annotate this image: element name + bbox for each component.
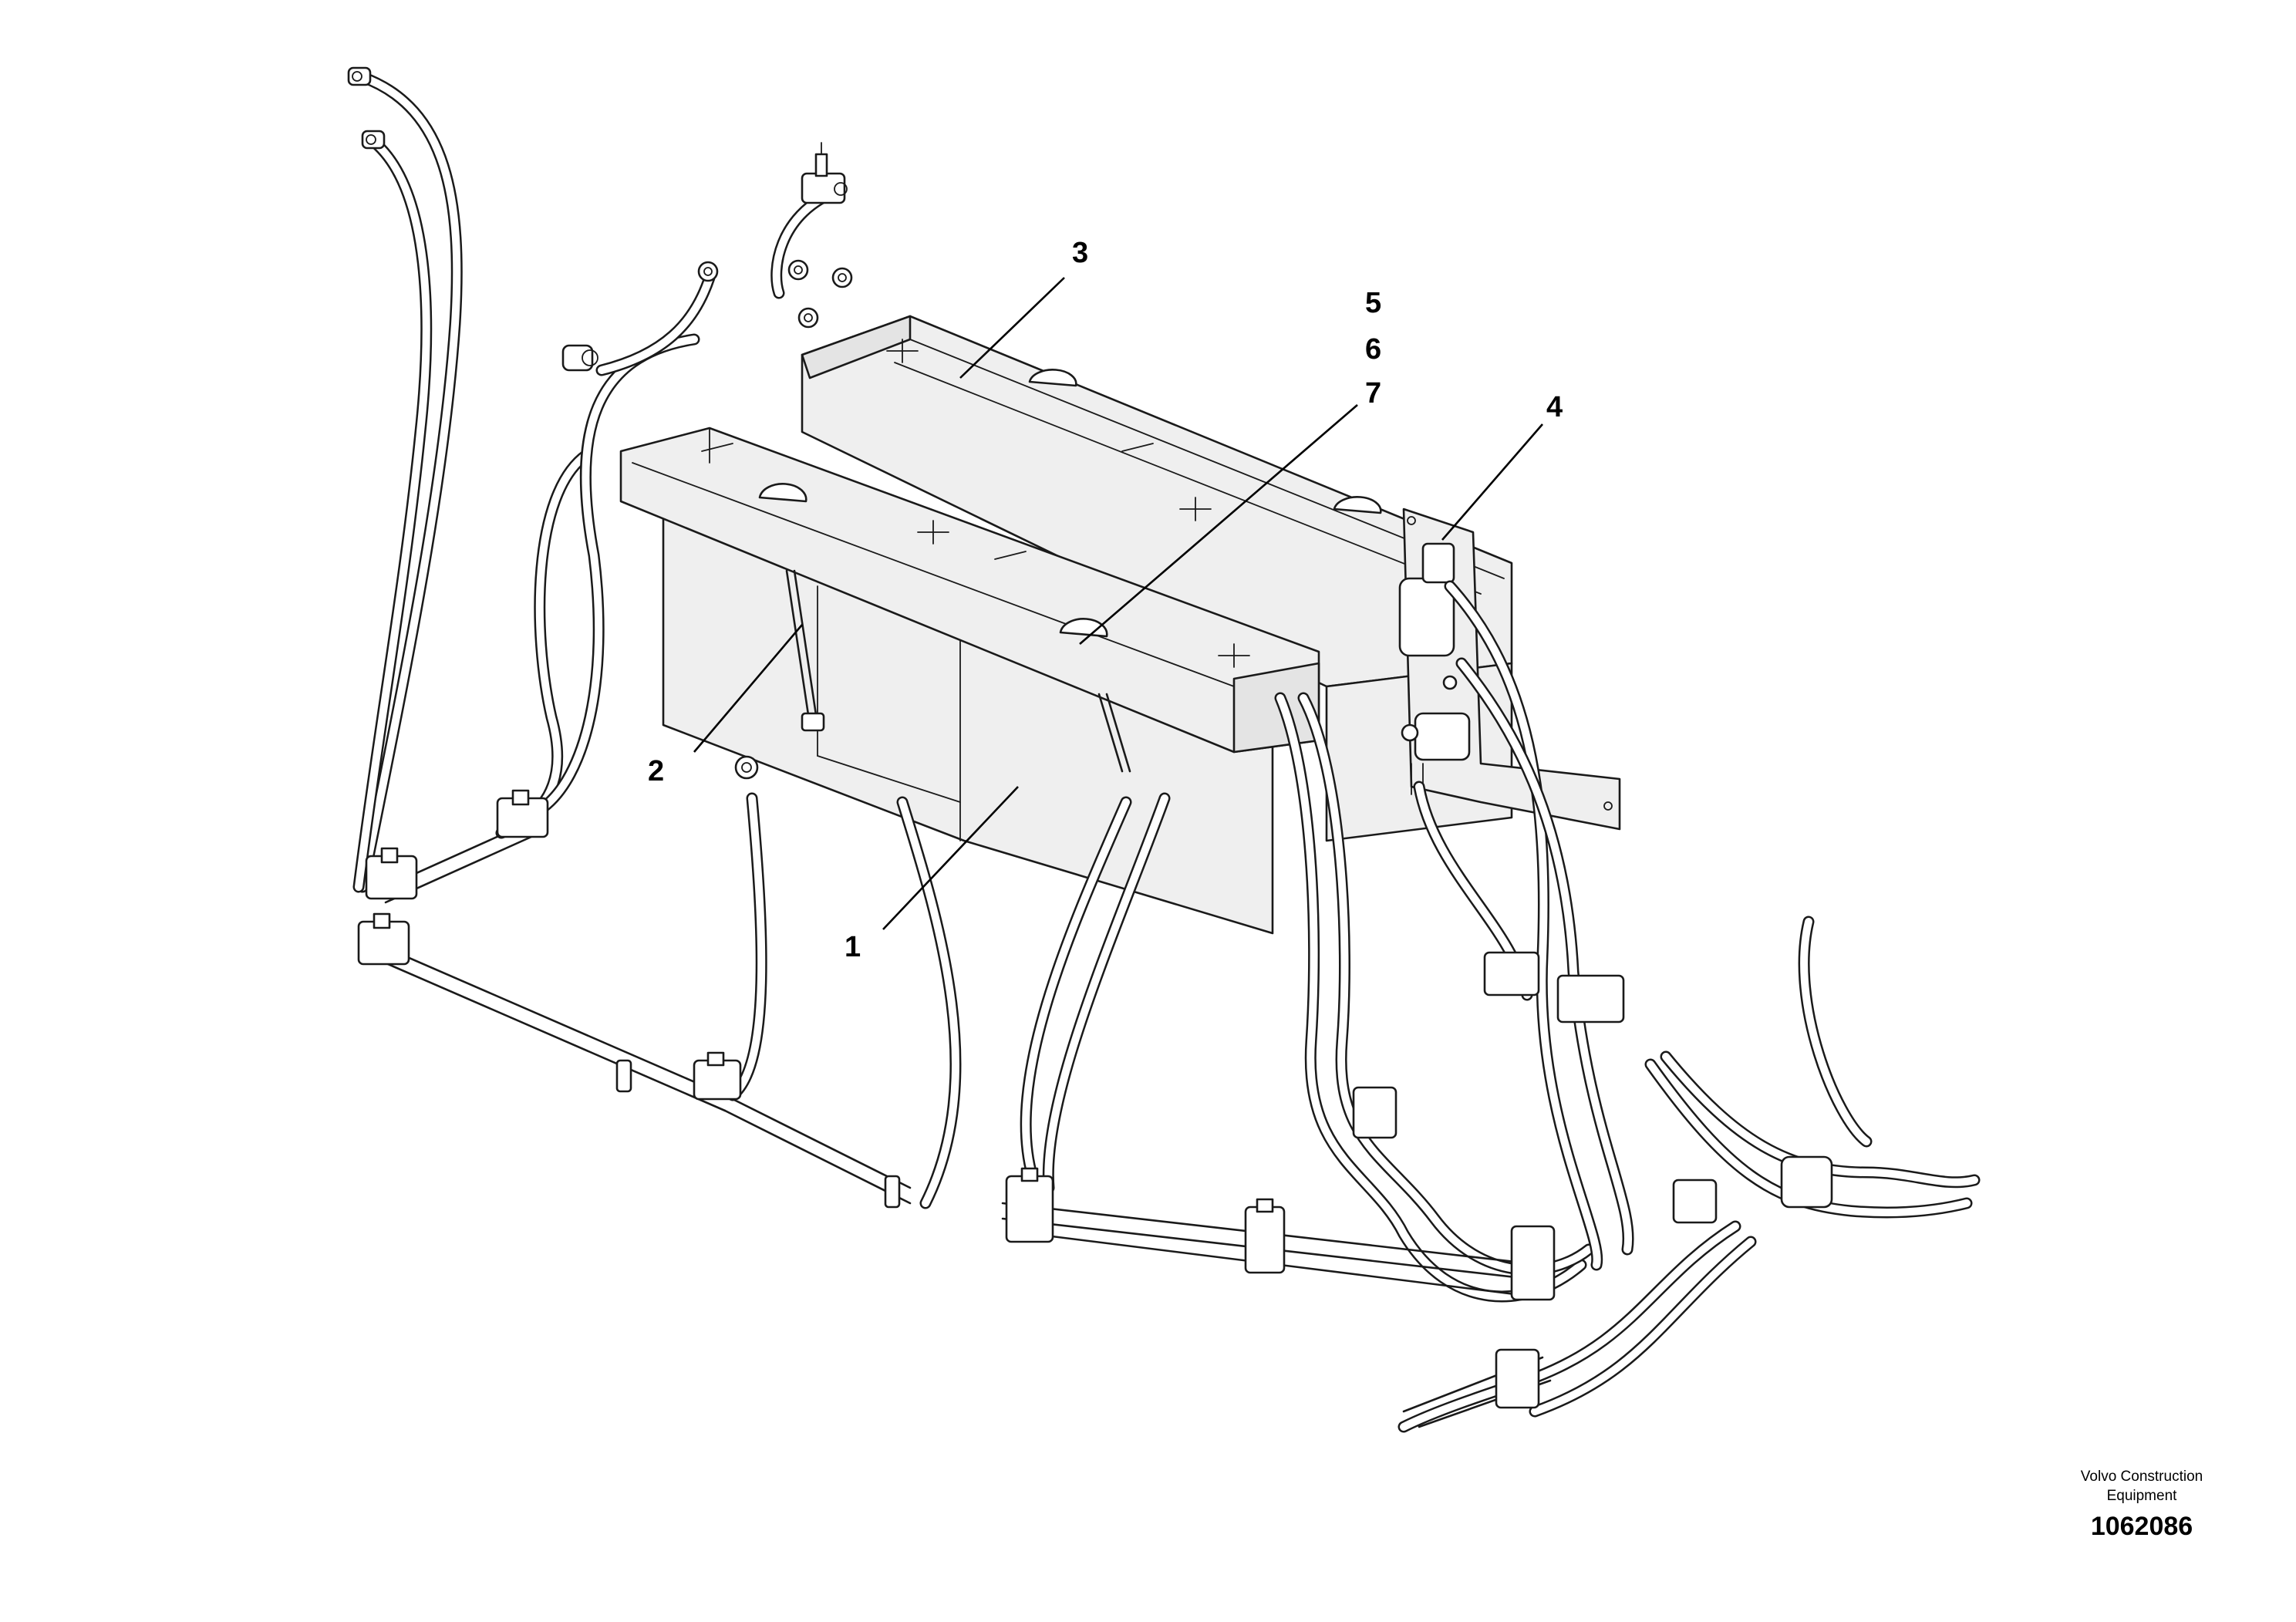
cable-clamp-4 — [693, 1051, 742, 1101]
cable-lug-top-left-2 — [361, 130, 386, 150]
frame-rail-left — [369, 816, 727, 1112]
callout-6-label: 6 — [1365, 333, 1381, 366]
cable-clamp-6 — [1244, 1198, 1286, 1274]
callout-3-label: 3 — [1072, 237, 1088, 269]
battery-cover-rear — [801, 315, 1513, 688]
callout-6: 6 — [1079, 333, 1381, 645]
cable-harness-front — [727, 580, 1981, 1433]
cable-clamp-8 — [1510, 1225, 1556, 1301]
callout-2-label: 2 — [648, 755, 664, 787]
callout-2: 2 — [648, 624, 803, 787]
ring-terminal-switch-1 — [787, 259, 809, 281]
cable-clamp-9 — [1483, 951, 1540, 996]
hold-down-rod-right — [1097, 693, 1131, 773]
sensor-connector — [561, 344, 598, 372]
title-block: Volvo Construction Equipment 1062086 — [2081, 1469, 2203, 1541]
ground-bolt-2 — [615, 1059, 632, 1093]
cable-clamp-11 — [1672, 1179, 1718, 1224]
cable-clamp-13 — [1495, 1348, 1540, 1409]
callout-4-label: 4 — [1546, 391, 1563, 423]
callout-4: 4 — [1441, 391, 1563, 541]
callout-1: 1 — [845, 786, 1019, 963]
cable-lug-top-left-1 — [347, 66, 372, 86]
callout-7: 7 — [1365, 377, 1381, 410]
ring-terminal-switch-2 — [831, 267, 853, 288]
toggle-switch — [801, 142, 848, 204]
drawing-number: 1062086 — [2091, 1512, 2193, 1541]
ground-bolt-1 — [734, 755, 759, 780]
cable-clamp-2 — [365, 847, 418, 900]
callout-3: 3 — [959, 237, 1088, 379]
publisher-line-1: Volvo Construction — [2081, 1469, 2203, 1485]
battery-cover-front — [619, 427, 1320, 754]
publisher-line-2: Equipment — [2107, 1488, 2178, 1504]
ring-terminal-top-2 — [797, 307, 819, 329]
cable-clamp-7 — [1352, 1086, 1397, 1139]
cable-clamp-3 — [357, 912, 410, 966]
hold-down-rod-left — [785, 569, 825, 732]
callout-1-label: 1 — [845, 931, 861, 963]
ground-bolt-3 — [884, 1175, 901, 1209]
callout-7-label: 7 — [1365, 377, 1381, 410]
cable-clamp-12 — [1780, 1155, 1833, 1209]
cable-clamp-10 — [1556, 974, 1625, 1023]
cable-clamp-5 — [1005, 1167, 1054, 1243]
cable-harness-left — [352, 71, 839, 893]
callout-5-label: 5 — [1365, 287, 1381, 319]
cable-clamp-1 — [496, 789, 549, 838]
ring-terminal-top-1 — [697, 261, 719, 282]
callout-5: 5 — [1365, 287, 1381, 319]
